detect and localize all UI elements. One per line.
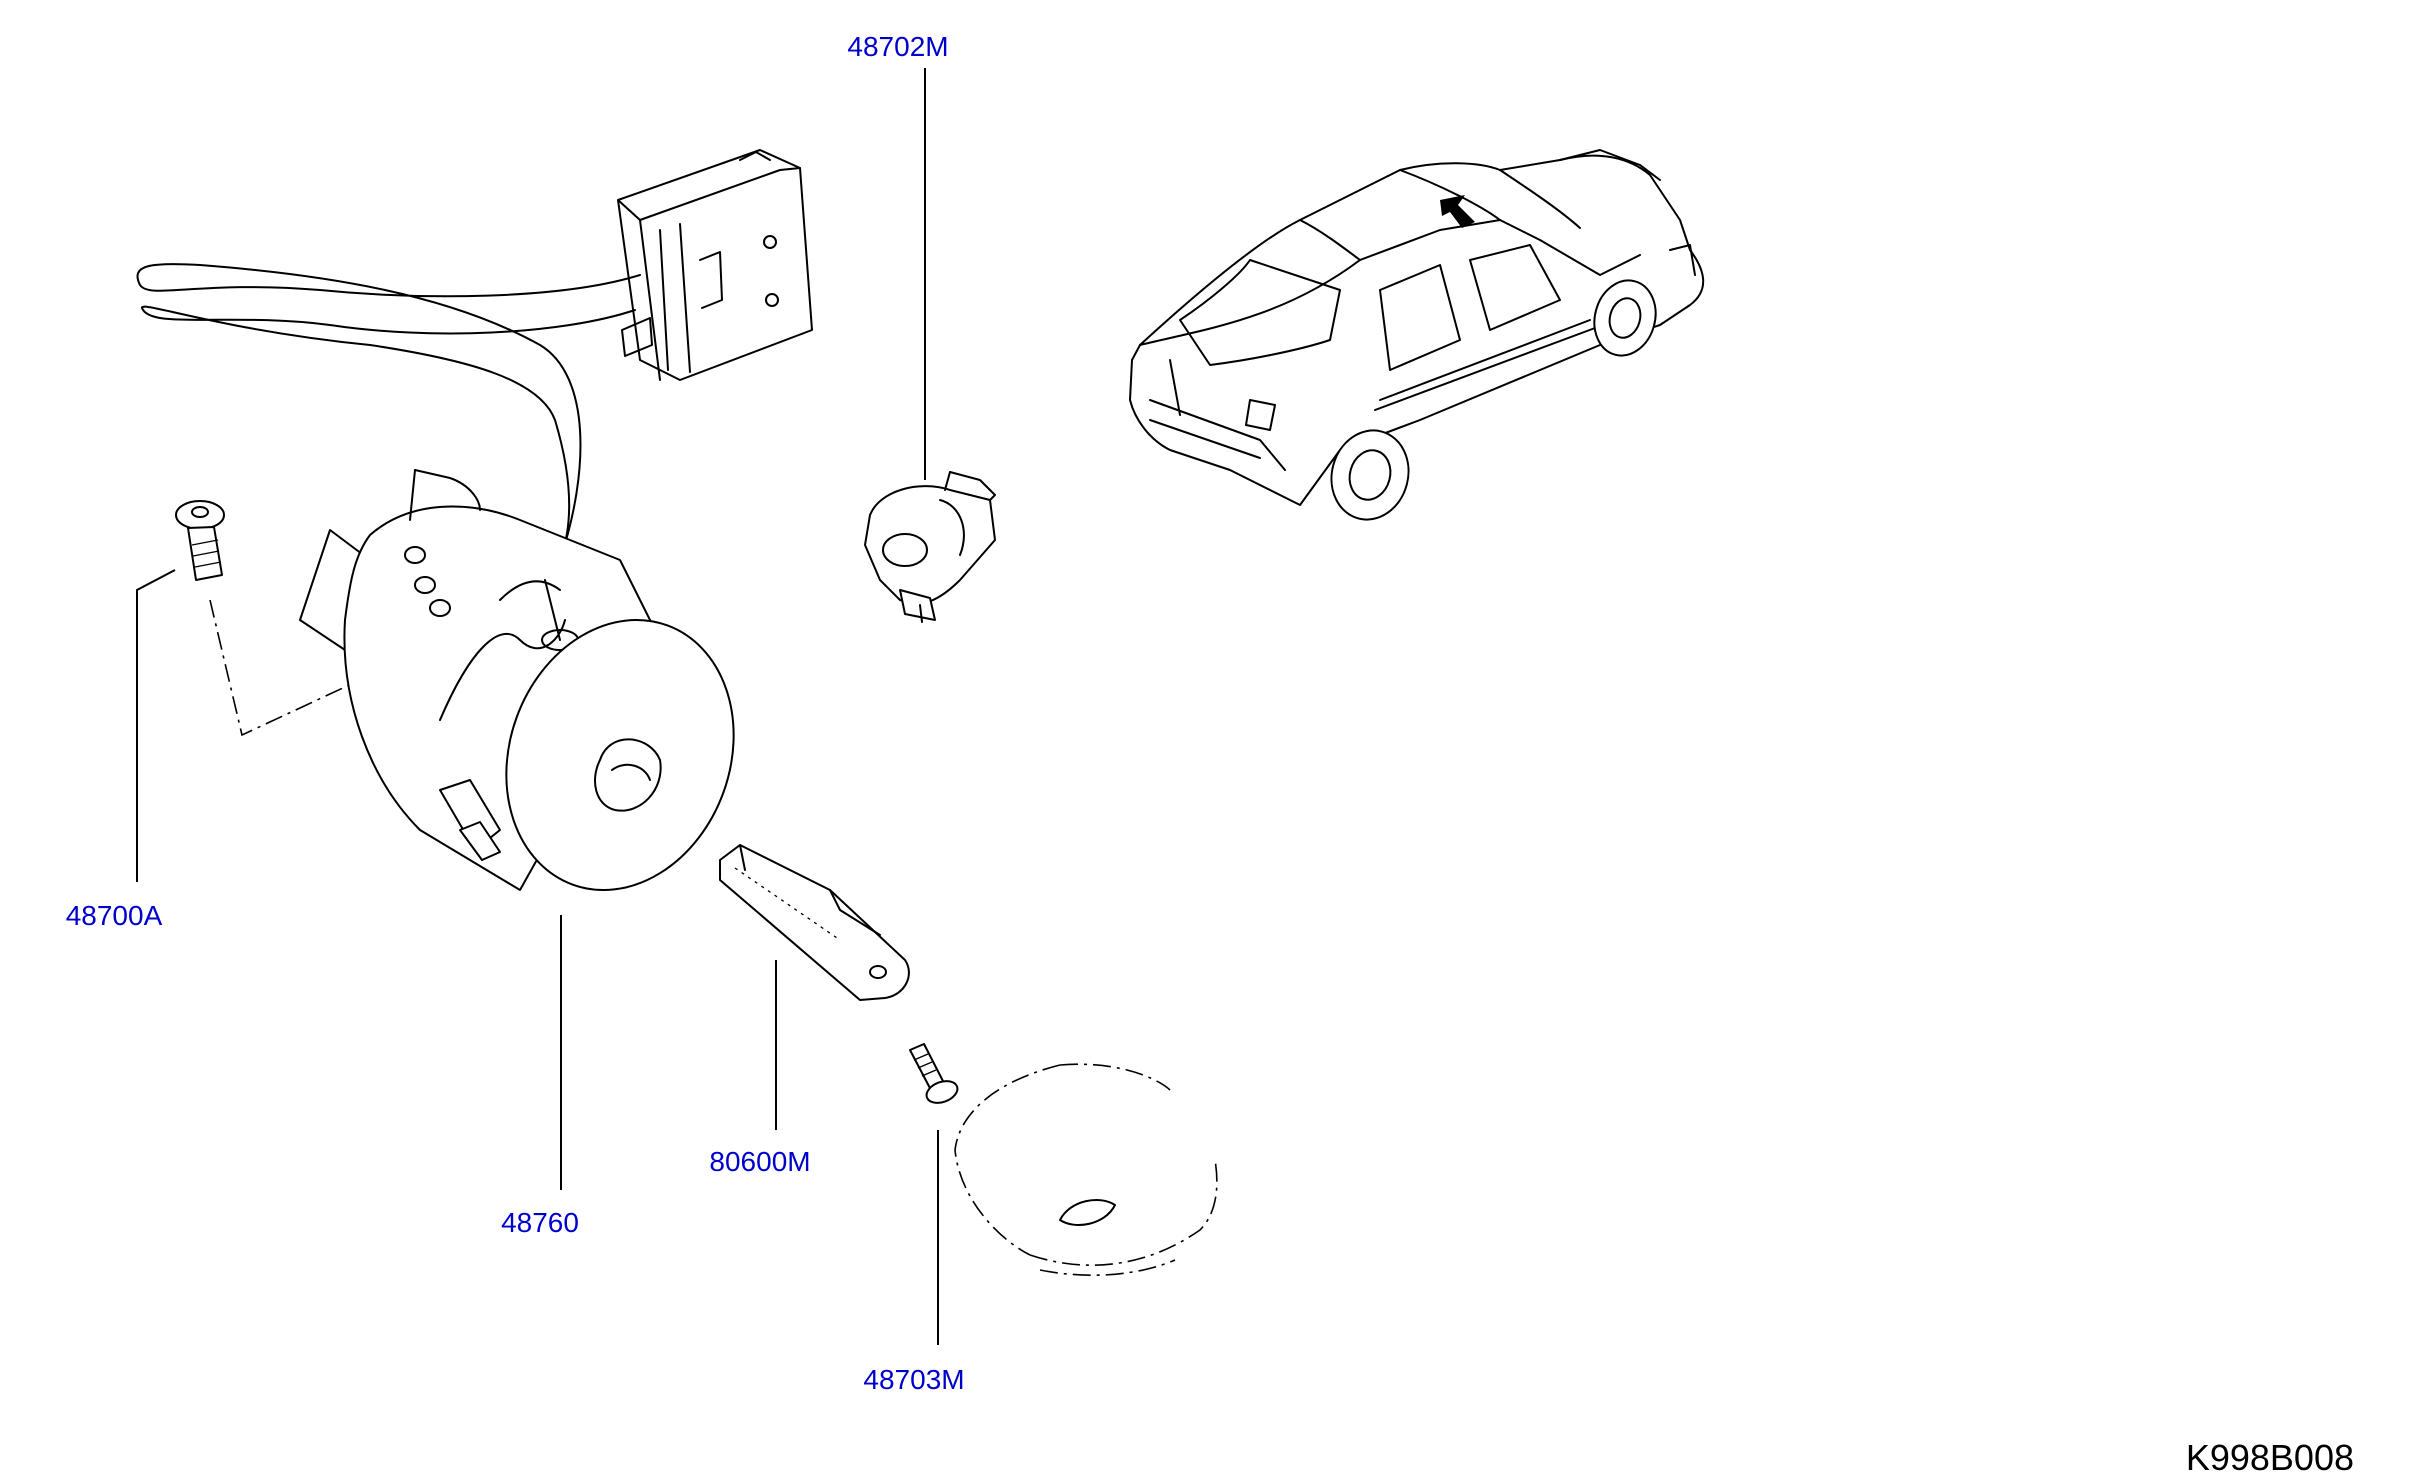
part-label-80600M[interactable]: 80600M [709,1146,810,1177]
diagram-reference-code: K998B008 [2186,1437,2354,1478]
wiring-harness-cable [136,263,641,561]
part-label-48702M[interactable]: 48702M [847,31,948,62]
key-blank-80600M [719,844,910,1001]
steering-cover-phantom [954,1063,1218,1276]
leader-48700A [136,569,176,882]
part-label-48703M[interactable]: 48703M [863,1364,964,1395]
part-label-48700A[interactable]: 48700A [66,900,163,931]
ignition-switch-assembly-48760 [299,469,735,892]
vehicle-location-illustration [1129,149,1705,521]
wiring-connector-plug [617,149,813,381]
location-arrow-icon [1440,195,1475,228]
immobiliser-antenna-48702M [864,471,996,623]
screw-48703M [909,1043,959,1104]
part-label-48760[interactable]: 48760 [501,1207,579,1238]
screw-48700A [175,500,225,581]
